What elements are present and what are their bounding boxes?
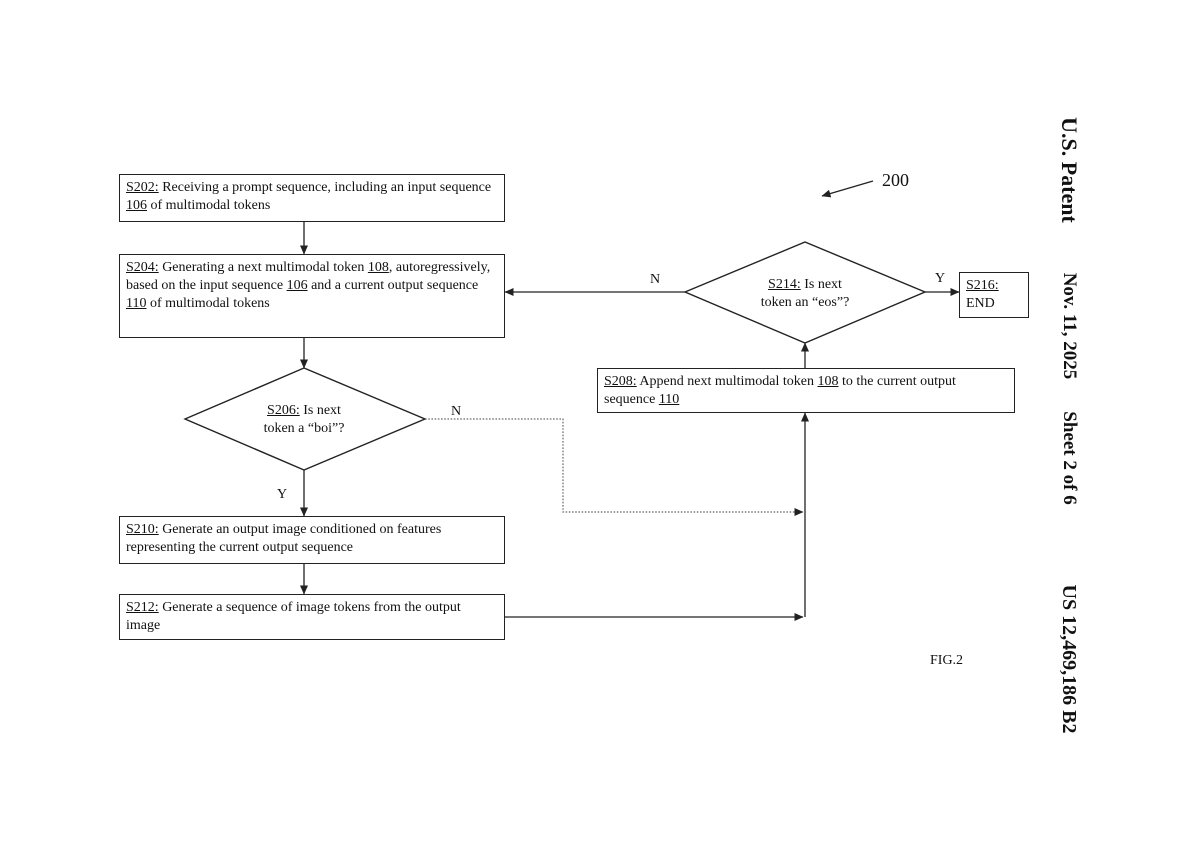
ref-106: 106: [286, 278, 308, 293]
step-s212-box: S212: Generate a sequence of image token…: [119, 594, 505, 640]
header-sheet: Sheet 2 of 6: [1059, 411, 1080, 505]
step-s210-id: S210:: [126, 522, 159, 537]
step-s216-end: END: [966, 296, 995, 311]
figure-ref-200: 200: [882, 170, 909, 190]
ref-108: 108: [367, 260, 389, 275]
step-s214-text: S214: Is next token an “eos”?: [760, 277, 850, 310]
diamond-s214: [683, 241, 927, 344]
step-s212-id: S212:: [126, 600, 159, 615]
step-s202-id: S202:: [126, 180, 159, 195]
label-s214-yes: Y: [935, 271, 946, 286]
ref-110: 110: [658, 392, 680, 407]
step-s214-id: S214:: [768, 277, 801, 292]
ref-108: 108: [817, 374, 839, 389]
arrow-s206-no: [425, 418, 804, 516]
step-s206-text: S206: Is next token a “boi”?: [263, 403, 345, 436]
step-s216-box: S216: END: [959, 272, 1029, 318]
step-s202-box: S202: Receiving a prompt sequence, inclu…: [119, 174, 505, 222]
label-s214-no: N: [650, 272, 661, 287]
ref-110: 110: [126, 296, 147, 311]
step-s204-id: S204:: [126, 260, 159, 275]
label-s206-no: N: [451, 404, 462, 419]
step-s206-id: S206:: [267, 403, 300, 418]
step-s216-id: S216:: [966, 278, 999, 293]
header-patent-number: US 12,469,186 B2: [1058, 584, 1080, 734]
header-date: Nov. 11, 2025: [1059, 272, 1080, 380]
step-s208-box: S208: Append next multimodal token 108 t…: [597, 368, 1015, 413]
ref-200-arrow: [821, 180, 874, 198]
figure-caption: FIG.2: [930, 653, 964, 668]
step-s210-box: S210: Generate an output image condition…: [119, 516, 505, 564]
diamond-s206: [183, 367, 427, 471]
step-s204-box: S204: Generating a next multimodal token…: [119, 254, 505, 338]
step-s208-id: S208:: [604, 374, 637, 389]
header-title: U.S. Patent: [1057, 117, 1082, 223]
label-s206-yes: Y: [277, 487, 288, 502]
ref-106: 106: [126, 198, 147, 213]
